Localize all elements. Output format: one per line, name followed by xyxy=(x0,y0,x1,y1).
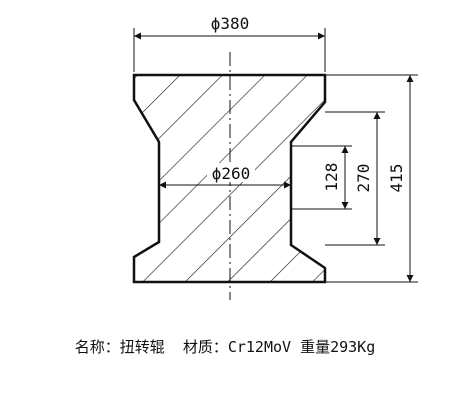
waist-label-bg xyxy=(207,163,255,182)
overall-height-label: 415 xyxy=(387,164,406,193)
inner-height-label: 128 xyxy=(322,163,341,192)
drawing-caption: 名称：扭转辊 材质：Cr12MoV 重量293Kg xyxy=(74,338,376,356)
waist-diameter-label: ϕ260 xyxy=(212,164,251,183)
mid-height-label: 270 xyxy=(354,164,373,193)
top-diameter-label: ϕ380 xyxy=(211,14,250,33)
